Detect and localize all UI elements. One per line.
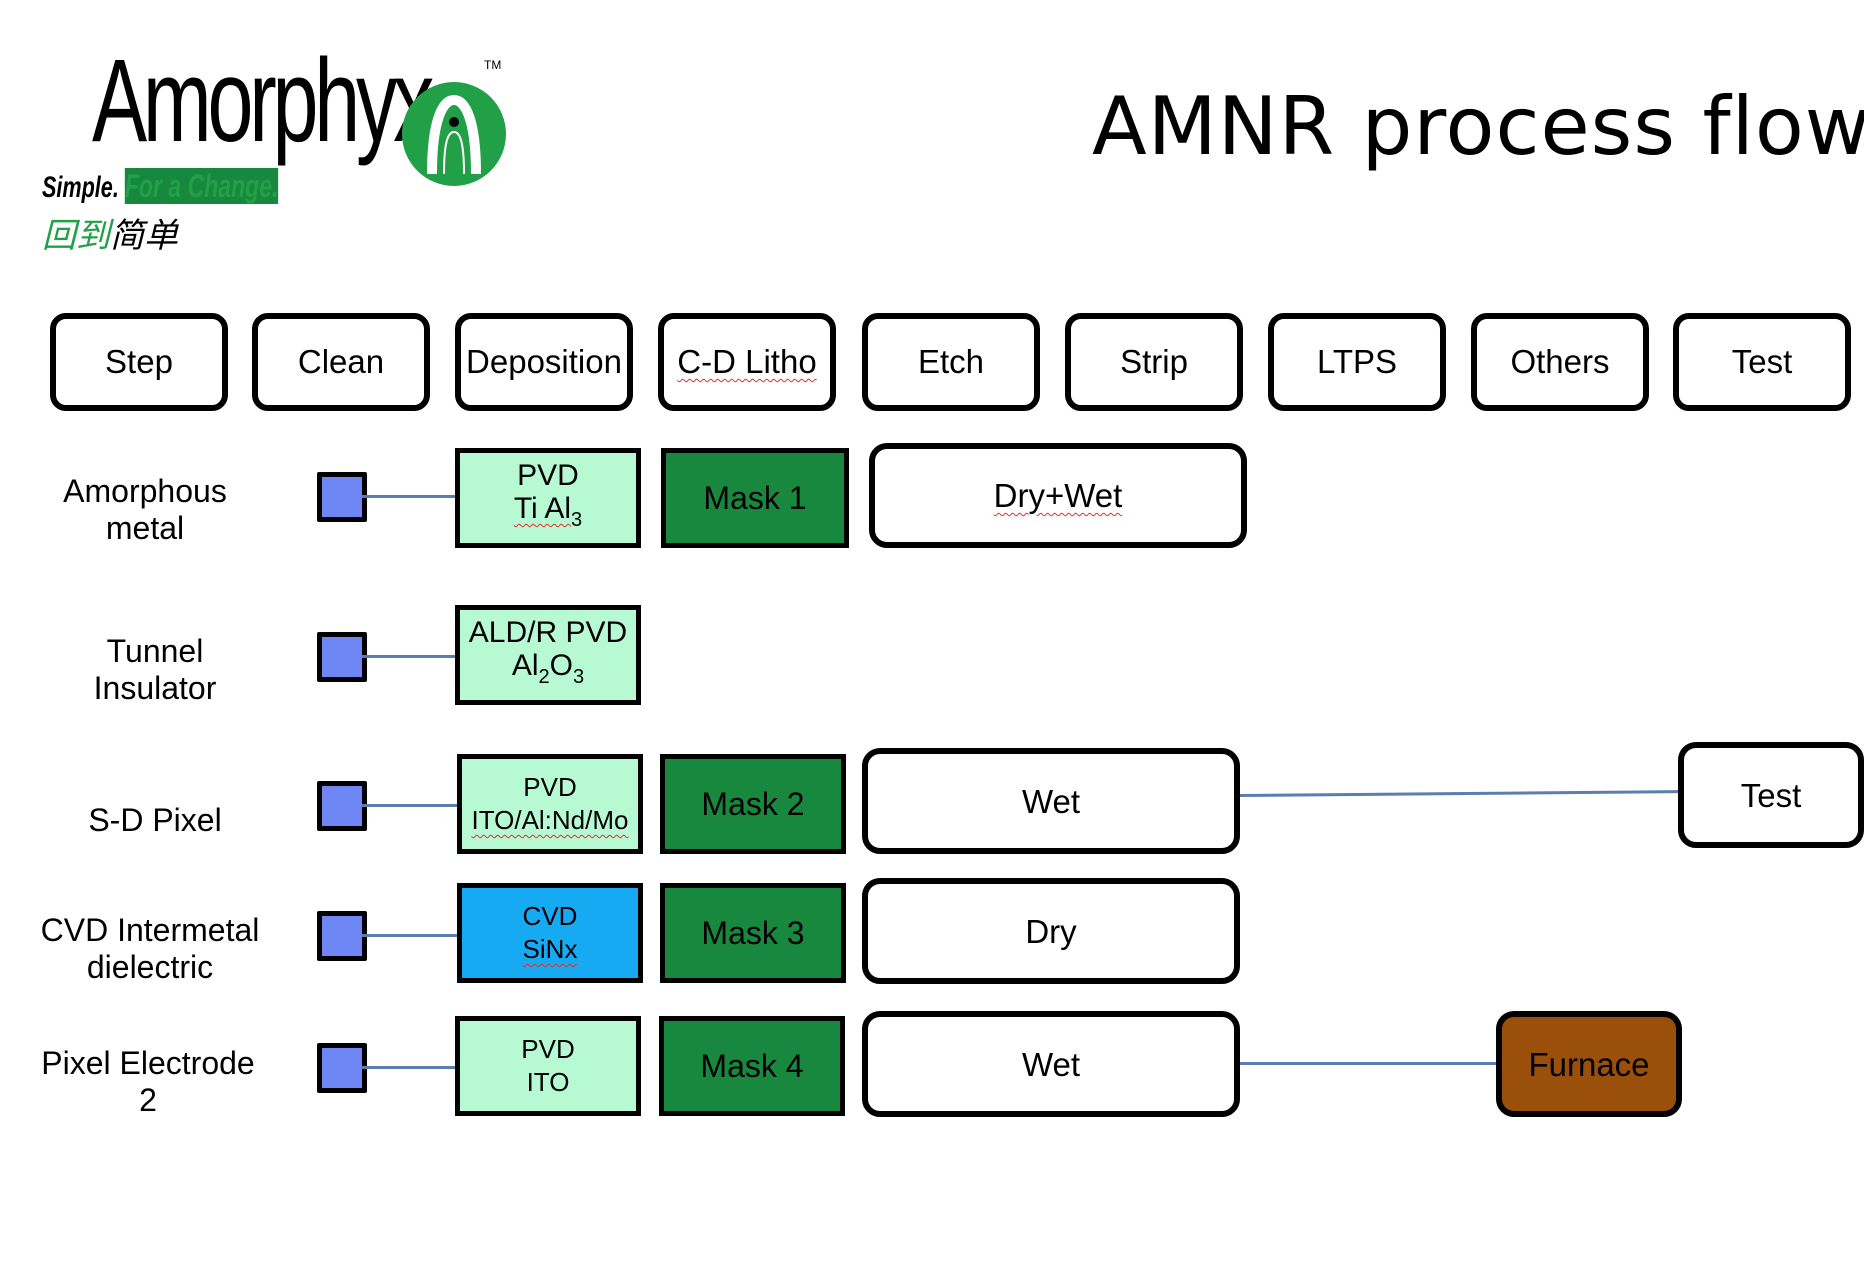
header-strip: Strip (1065, 313, 1243, 411)
litho-mask-2: Mask 2 (660, 754, 846, 854)
deposition-box-ald-al2o3: ALD/R PVD Al2O3 (455, 605, 641, 705)
deposition-line2: ITO/Al:Nd/Mo (471, 804, 628, 837)
tagline-change: For a Change. (124, 168, 279, 204)
header-step: Step (50, 313, 228, 411)
clean-step-square (317, 911, 367, 961)
tagline-chinese-black: 简单 (110, 217, 178, 255)
header-ltps: LTPS (1268, 313, 1446, 411)
etch-box-wet: Wet (862, 748, 1240, 854)
deposition-materials: ITO/Al:Nd/Mo (471, 805, 629, 835)
deposition-material: SiNx (522, 934, 578, 964)
clean-step-square (317, 472, 367, 522)
header-deposition: Deposition (455, 313, 633, 411)
row-label-line1: S-D Pixel (88, 802, 222, 838)
deposition-box-cvd-sinx: CVD SiNx (457, 883, 643, 983)
row-label-line2: 2 (139, 1082, 157, 1118)
row-label-cvd-intermetal-dielectric: CVD Intermetal dielectric (40, 912, 260, 986)
clean-step-square (317, 781, 367, 831)
row-label-line2: dielectric (86, 949, 214, 985)
deposition-line1: PVD (523, 772, 577, 802)
connector-line-to-test (1239, 790, 1680, 797)
clean-step-square (317, 1043, 367, 1093)
logo-wordmark: Amorphyx (92, 35, 434, 167)
deposition-box-pvd-tial3: PVD Ti Al3 (455, 448, 641, 548)
logo-tagline: Simple. For a Change. (42, 168, 279, 205)
row-label-pixel-electrode-2: Pixel Electrode 2 (38, 1045, 258, 1119)
formula-al: Al (511, 649, 539, 682)
logo-tagline-chinese: 回到简单 (42, 208, 178, 257)
furnace-box: Furnace (1496, 1011, 1682, 1117)
trademark-mark: TM (484, 58, 502, 72)
connector-line (362, 1066, 457, 1069)
deposition-box-pvd-ito: PVD ITO (455, 1016, 641, 1116)
row-label-amorphous-metal: Amorphous metal (40, 473, 250, 547)
row-label-line2: Insulator (93, 670, 217, 706)
header-clean: Clean (252, 313, 430, 411)
row-label-line1: Tunnel (106, 633, 204, 669)
deposition-subscript: 3 (571, 509, 583, 531)
subscript-3: 3 (573, 666, 585, 688)
deposition-formula: Ti Al (513, 492, 572, 525)
header-others: Others (1471, 313, 1649, 411)
row-label-line1: Pixel Electrode (41, 1045, 255, 1081)
connector-line (362, 495, 457, 498)
row-label-line1: CVD Intermetal (40, 912, 260, 948)
deposition-line2: ITO (526, 1067, 570, 1097)
amorphyx-logo: Amorphyx TM Simple. For a Change. 回到简单 (30, 20, 506, 260)
litho-mask-1: Mask 1 (661, 448, 849, 548)
tagline-chinese-green: 回到 (42, 217, 110, 255)
page-title: AMNR process flow (1092, 80, 1864, 173)
header-etch: Etch (862, 313, 1040, 411)
deposition-box-pvd-ito-alnd-mo: PVD ITO/Al:Nd/Mo (457, 754, 643, 854)
row-label-sd-pixel: S-D Pixel (50, 802, 260, 839)
formula-o: O (549, 649, 574, 682)
row-label-tunnel-insulator: Tunnel Insulator (50, 633, 260, 707)
subscript-2: 2 (538, 666, 550, 688)
connector-line (362, 655, 457, 658)
etch-box-wet: Wet (862, 1011, 1240, 1117)
tagline-simple: Simple. (42, 171, 119, 204)
deposition-line1: CVD (522, 901, 578, 931)
logo-emblem-icon (402, 82, 506, 186)
deposition-line1: PVD (517, 459, 579, 492)
clean-step-square (317, 632, 367, 682)
header-cd-litho-label: C-D Litho (677, 343, 817, 380)
header-cd-litho: C-D Litho (658, 313, 836, 411)
deposition-line1: PVD (521, 1034, 575, 1064)
test-box: Test (1678, 742, 1864, 848)
etch-box-dry: Dry (862, 878, 1240, 984)
connector-line-to-furnace (1240, 1062, 1498, 1065)
header-test: Test (1673, 313, 1851, 411)
etch-label: Dry+Wet (993, 477, 1123, 514)
etch-box-dry-wet: Dry+Wet (869, 443, 1247, 548)
deposition-line2: Al2O3 (512, 649, 584, 694)
deposition-line2: Ti Al3 (514, 492, 582, 537)
deposition-line2: SiNx (523, 933, 578, 966)
litho-mask-3: Mask 3 (660, 883, 846, 983)
litho-mask-4: Mask 4 (659, 1016, 845, 1116)
deposition-line1: ALD/R PVD (468, 616, 628, 649)
row-label-line1: Amorphous (63, 473, 227, 509)
connector-line (362, 934, 459, 937)
connector-line (362, 804, 459, 807)
row-label-line2: metal (105, 510, 185, 546)
